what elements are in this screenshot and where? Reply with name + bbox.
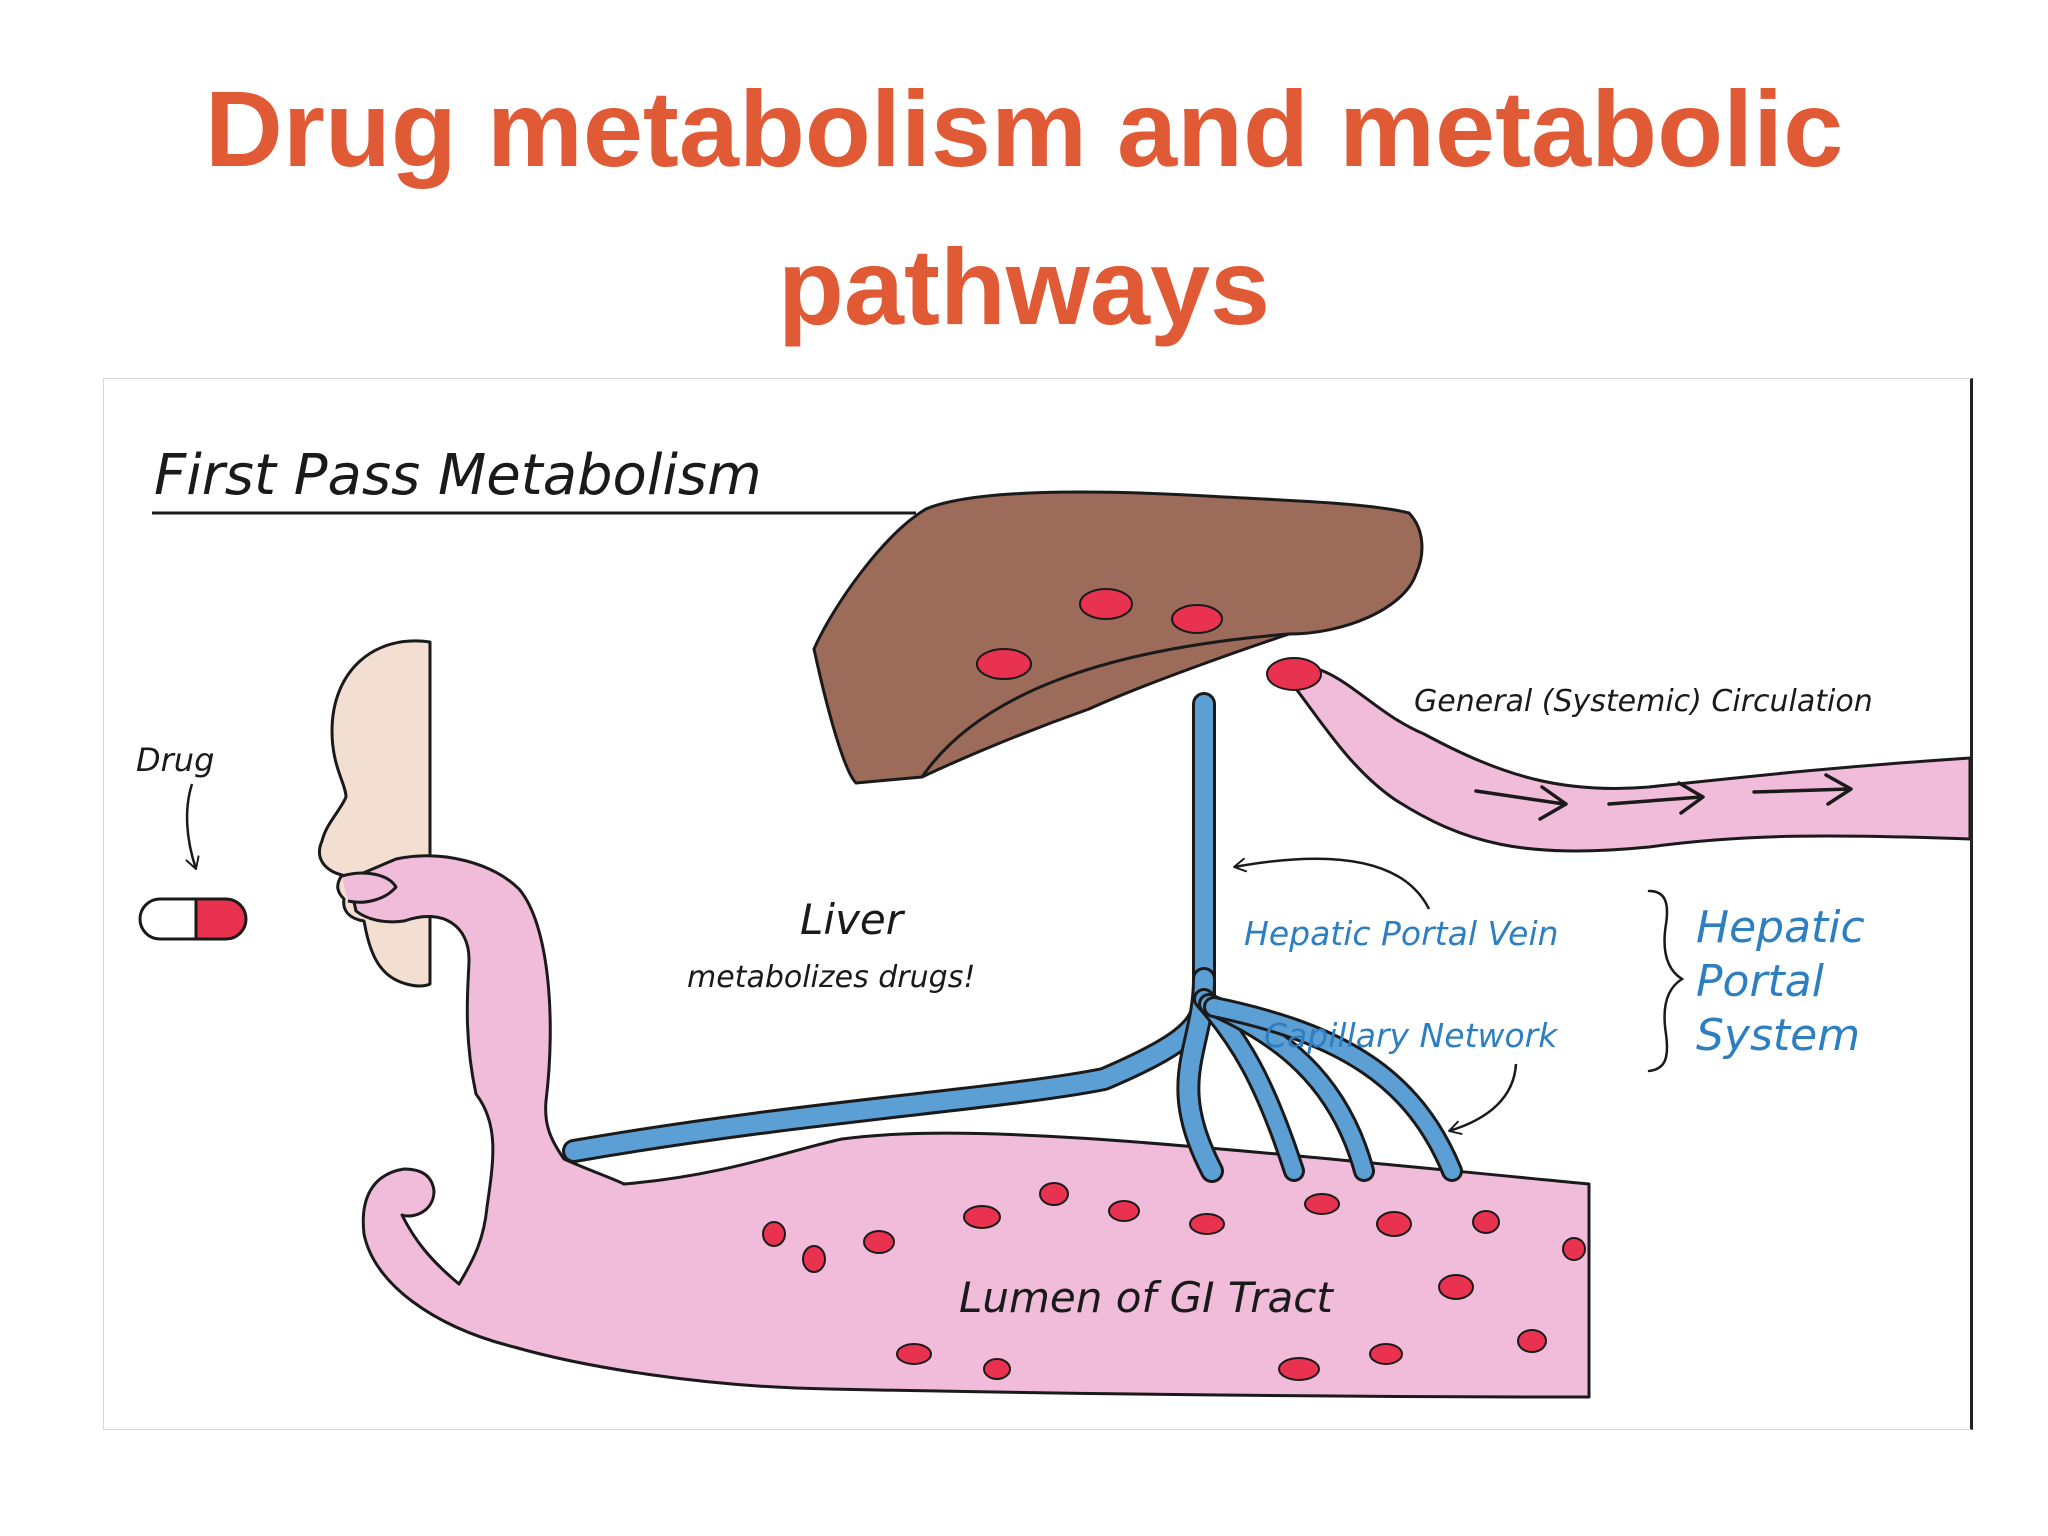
hepatic-portal-system-line-1: Hepatic [1696,902,1865,953]
drug-label: Drug [136,741,214,779]
diagram-canvas: First Pass Metabolism Drug [136,443,1970,1399]
hepatic-portal-system-line-2: Portal [1696,956,1825,1007]
liver-lower-edge [920,632,1290,778]
liver-note: metabolizes drugs! [687,960,975,995]
general-circulation-label: General (Systemic) Circulation [1414,684,1873,719]
slide-title: Drug metabolism and metabolic pathways [0,50,2048,366]
liver-drug-particles [976,588,1322,691]
drug-arrow [185,783,200,870]
diagram-heading: First Pass Metabolism [154,443,762,508]
gi-tract [347,854,1591,1399]
slide-title-line-2: pathways [777,226,1271,347]
slide-title-line-1: Drug metabolism and metabolic [204,68,1844,189]
mouth [341,871,398,904]
portal-vein-arrow [1233,857,1431,910]
capillary-network-label: Capillary Network [1264,1016,1559,1055]
liver-label: Liver [800,895,906,944]
portal-system-brace [1647,889,1685,1073]
lumen-drug-particles [762,1182,1586,1381]
face-profile [318,639,432,988]
systemic-vessel [1277,663,1970,853]
drug-pill [138,897,248,941]
circulation-arrows [1474,773,1853,821]
capillary-arrow [1448,1063,1518,1135]
lumen-label: Lumen of GI Tract [959,1273,1334,1322]
hepatic-portal-vein-label: Hepatic Portal Vein [1244,914,1559,953]
liver [812,490,1424,785]
hepatic-portal-vein [562,692,1463,1183]
hepatic-portal-system-line-3: System [1696,1010,1860,1061]
first-pass-diagram: First Pass Metabolism Drug [103,378,1973,1430]
